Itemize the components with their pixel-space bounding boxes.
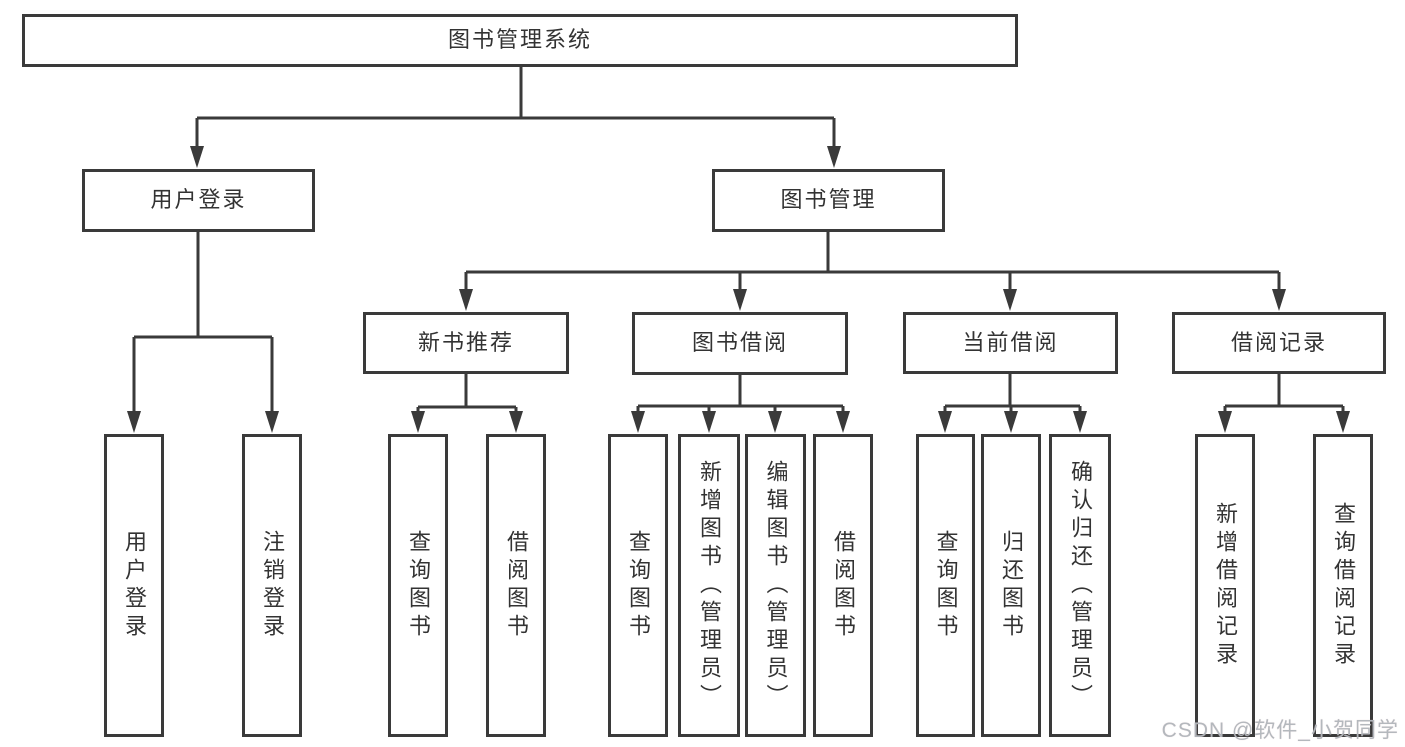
leaf-return-book: 归还图书 [981, 434, 1041, 737]
node-user-login: 用户登录 [82, 169, 315, 232]
node-new-book-recommend: 新书推荐 [363, 312, 569, 374]
leaf-add-book-admin: 新增图书（管理员） [678, 434, 740, 737]
leaf-newbook-query: 查询图书 [388, 434, 448, 737]
csdn-watermark: CSDN @软件_小贺同学 [1161, 719, 1399, 742]
leaf-newbook-borrow: 借阅图书 [486, 434, 546, 737]
leaf-query-borrow-record: 查询借阅记录 [1313, 434, 1373, 737]
node-current-borrow: 当前借阅 [903, 312, 1118, 374]
node-system-root: 图书管理系统 [22, 14, 1018, 67]
leaf-user-login: 用户登录 [104, 434, 164, 737]
leaf-logout: 注销登录 [242, 434, 302, 737]
node-book-borrow: 图书借阅 [632, 312, 848, 375]
node-book-management: 图书管理 [712, 169, 945, 232]
leaf-confirm-return-admin: 确认归还（管理员） [1049, 434, 1111, 737]
leaf-current-query: 查询图书 [916, 434, 975, 737]
leaf-add-borrow-record: 新增借阅记录 [1195, 434, 1255, 737]
leaf-borrow-book: 借阅图书 [813, 434, 873, 737]
leaf-borrow-query: 查询图书 [608, 434, 668, 737]
node-borrow-records: 借阅记录 [1172, 312, 1386, 374]
leaf-edit-book-admin: 编辑图书（管理员） [745, 434, 806, 737]
